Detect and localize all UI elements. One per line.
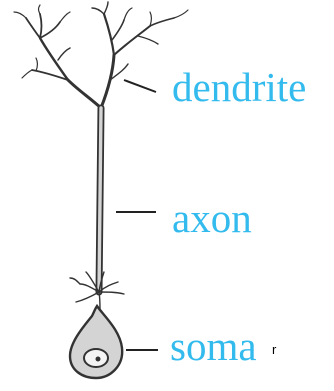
dendrite-pointer xyxy=(124,80,156,92)
axon-label: axon xyxy=(172,198,252,239)
soma-label: soma xyxy=(170,326,257,367)
nucleolus xyxy=(96,357,101,362)
dendrite-tree xyxy=(14,2,188,108)
soma-cell xyxy=(70,306,122,378)
dendrite-label: dendrite xyxy=(172,67,306,108)
stray-mark: r xyxy=(272,343,276,356)
axon xyxy=(99,108,101,292)
